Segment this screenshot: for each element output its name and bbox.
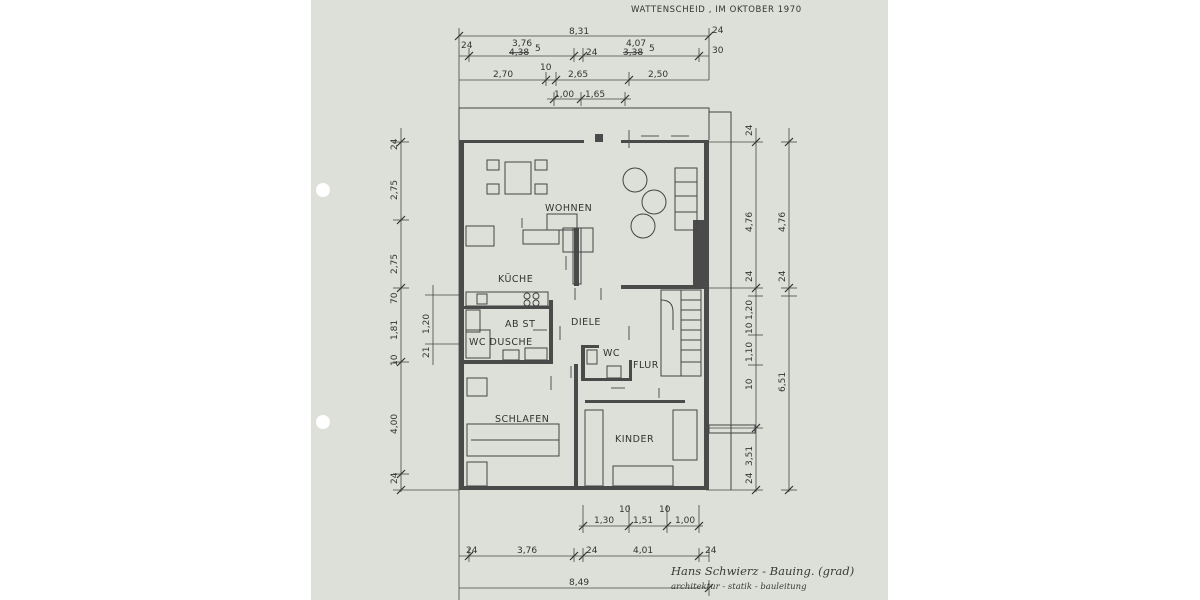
dim-right-inner-3: 10 <box>745 322 755 334</box>
dim-top-r1-a-struck: 4,38 <box>509 48 529 58</box>
dim-top-r1-right: 30 <box>712 46 724 56</box>
wall-east <box>704 140 709 490</box>
furniture <box>458 107 756 490</box>
room-label-diele: DIELE <box>571 317 601 328</box>
door-marks <box>521 130 689 398</box>
room-label-flur: FLUR <box>633 360 659 371</box>
dim-right-inner-7: 3,51 <box>745 446 755 466</box>
dim-bottom-b1-a: 1,30 <box>594 516 614 526</box>
signature-subline: architektur - statik - bauleitung <box>671 582 807 592</box>
dimension-lines <box>393 28 797 600</box>
signature-name: Hans Schwierz - Bauing. (grad) <box>670 564 854 578</box>
dim-left-2: 2,75 <box>390 254 400 274</box>
dim-bottom-b1-b: 1,51 <box>633 516 653 526</box>
dim-top-r1-a: 3,76 <box>512 39 532 49</box>
dim-top-r1-right-top: 24 <box>712 26 724 36</box>
dim-top-r2-a: 2,70 <box>493 70 513 80</box>
wall-south <box>459 486 709 490</box>
dim-top-r1-left: 24 <box>461 41 473 51</box>
dim-top-r2-c: 2,50 <box>648 70 668 80</box>
dim-top-r1-b-sup: 5 <box>649 44 655 54</box>
dim-top-r2-10: 10 <box>540 63 552 73</box>
dim-top-r1-mid: 24 <box>586 48 598 58</box>
dim-right-inner-1: 4,76 <box>745 212 755 232</box>
dim-top-r1-b: 4,07 <box>626 39 646 49</box>
room-label-kueche: KÜCHE <box>498 274 533 285</box>
dim-left-5: 1,20 <box>422 314 432 334</box>
dim-left-8: 4,00 <box>390 414 400 434</box>
dim-left-3: 70 <box>390 292 400 304</box>
dim-bottom-b2-24a: 24 <box>466 546 478 556</box>
wall-north-west <box>464 140 584 143</box>
dim-bottom-total: 8,49 <box>569 578 589 588</box>
dim-right-inner-2: 24 <box>745 270 755 282</box>
dim-right-outer-0: 4,76 <box>778 212 788 232</box>
dim-right-inner-4: 1,20 <box>745 300 755 320</box>
header-place-date: WATTENSCHEID , IM OKTOBER 1970 <box>631 5 802 15</box>
dim-bottom-b1-10a: 10 <box>619 505 631 515</box>
dim-left-4: 1,81 <box>390 320 400 340</box>
dim-top-r1-b-struck: 3,38 <box>623 48 643 58</box>
room-label-kinder: KINDER <box>615 434 654 445</box>
child-bed <box>672 409 698 461</box>
chimney <box>595 134 603 142</box>
blueprint-sheet: WATTENSCHEID , IM OKTOBER 1970 <box>311 0 888 600</box>
dim-left-1: 2,75 <box>390 180 400 200</box>
dim-right-outer-2: 6,51 <box>778 372 788 392</box>
dim-bottom-b2-b: 4,01 <box>633 546 653 556</box>
dining-table <box>504 161 532 195</box>
dim-left-0: 24 <box>390 138 400 150</box>
dim-top-total: 8,31 <box>569 27 589 37</box>
walls <box>459 134 709 490</box>
room-label-wc-dusche: WC DUSCHE <box>469 337 533 348</box>
dim-top-r2-b: 2,65 <box>568 70 588 80</box>
dimension-ticks <box>396 31 794 593</box>
room-label-schlafen: SCHLAFEN <box>495 414 549 425</box>
dim-bottom-b2-24c: 24 <box>705 546 717 556</box>
dim-left-6: 21 <box>422 347 432 358</box>
dim-right-inner-6: 10 <box>745 378 755 390</box>
dim-top-r3-b: 1,65 <box>585 90 605 100</box>
room-label-abst: AB ST <box>505 319 535 330</box>
dim-right-outer-1: 24 <box>778 270 788 282</box>
room-label-wc: WC <box>603 348 620 359</box>
dim-right-inner-0: 24 <box>745 124 755 136</box>
punch-hole-top <box>316 183 330 197</box>
dim-bottom-b2-24b: 24 <box>586 546 598 556</box>
dim-right-inner-5: 1,10 <box>745 342 755 362</box>
room-label-wohnen: WOHNEN <box>545 203 592 214</box>
floor-plan: WATTENSCHEID , IM OKTOBER 1970 <box>316 5 854 600</box>
dim-bottom-b2-a: 3,76 <box>517 546 537 556</box>
wall-north-east <box>621 140 704 143</box>
dim-bottom-b1-10b: 10 <box>659 505 671 515</box>
dim-right-inner-8: 24 <box>745 472 755 484</box>
dim-left-9: 24 <box>390 472 400 484</box>
punch-hole-bottom <box>316 415 330 429</box>
dim-left-7: 10 <box>390 354 400 366</box>
dim-top-r3-a: 1,00 <box>554 90 574 100</box>
dim-top-r1-a-sup: 5 <box>535 44 541 54</box>
wall-west <box>459 140 464 490</box>
dim-bottom-b1-c: 1,00 <box>675 516 695 526</box>
